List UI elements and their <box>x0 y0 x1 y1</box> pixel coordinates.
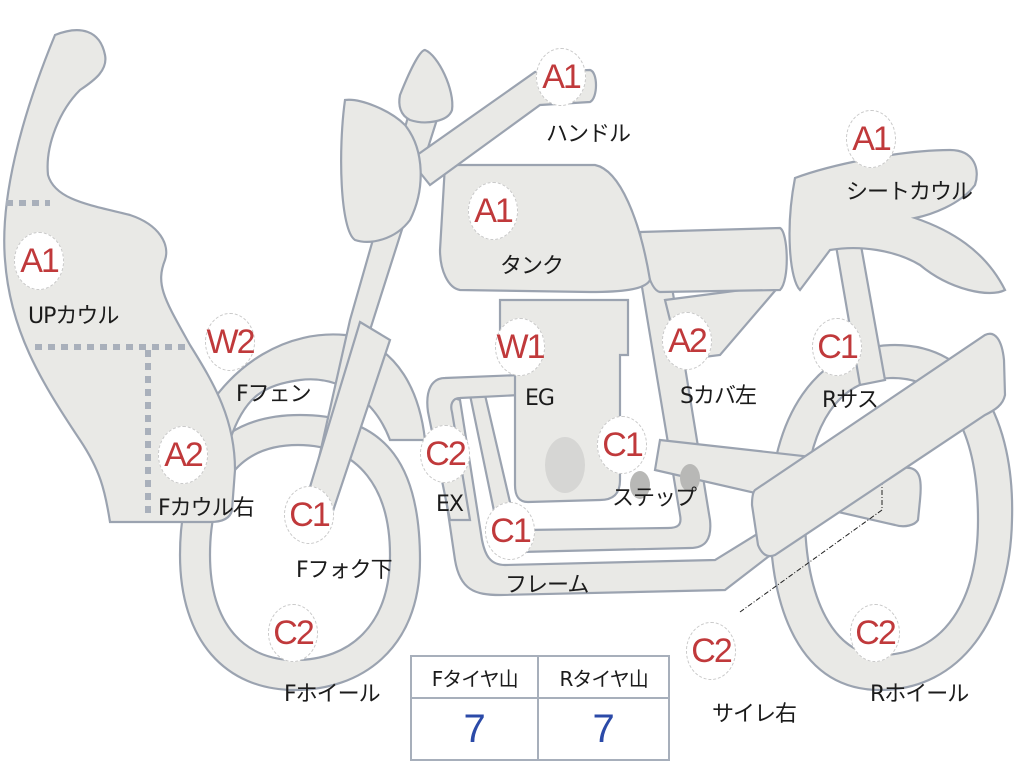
part-label-r-suspension: Rサス <box>822 388 879 413</box>
mirror-shape <box>398 48 454 124</box>
part-label-frame: フレーム <box>505 573 589 598</box>
part-label-r-wheel: Rホイール <box>870 682 969 707</box>
part-label-f-cowl-right: Fカウル右 <box>158 496 255 521</box>
rank-badge-seat-cowl: A1 <box>846 110 896 168</box>
rank-badge-tank: A1 <box>468 182 518 240</box>
part-label-exhaust: EX <box>436 492 464 517</box>
rank-badge-f-fork-lower: C1 <box>284 486 334 544</box>
rear-tire-tread-value: 7 <box>537 697 670 761</box>
rear-tire-tread-header: Rタイヤ山 <box>537 655 670 699</box>
muffler-shape <box>750 332 1007 558</box>
rank-badge-step: C1 <box>597 416 647 474</box>
rank-badge-engine: W1 <box>495 318 546 376</box>
exhaust-header-shape <box>426 373 522 522</box>
rank-badge-silencer-right: C2 <box>686 622 736 680</box>
rank-badge-up-cowl: A1 <box>14 232 64 290</box>
part-label-f-fork-lower: Fフォク下 <box>296 558 393 583</box>
part-label-up-cowl: UPカウル <box>28 304 119 329</box>
headlight-shape <box>340 98 422 243</box>
part-label-handle: ハンドル <box>546 122 631 147</box>
rank-badge-side-cover-left: A2 <box>662 312 712 370</box>
rank-badge-exhaust: C2 <box>420 425 470 483</box>
rank-badge-f-wheel: C2 <box>268 604 318 662</box>
part-label-step: ステップ <box>612 486 697 511</box>
rank-badge-r-wheel: C2 <box>850 604 900 662</box>
step-peg-shape <box>680 464 700 492</box>
part-label-side-cover-left: Sカバ左 <box>680 384 757 409</box>
rank-badge-f-fender: W2 <box>205 313 256 371</box>
leader-line <box>739 430 883 613</box>
part-label-f-wheel: Fホイール <box>284 682 381 707</box>
rank-badge-r-suspension: C1 <box>812 318 862 376</box>
step-peg-shape <box>630 471 650 499</box>
part-label-engine: EG <box>525 386 555 411</box>
part-label-silencer-right: サイレ右 <box>712 702 797 727</box>
rank-badge-f-cowl-right: A2 <box>158 426 208 484</box>
engine-cover-shape <box>545 437 585 493</box>
tire-tread-table: Fタイヤ山 Rタイヤ山 7 7 <box>409 655 670 761</box>
seat-shape <box>638 226 788 294</box>
front-tire-tread-header: Fタイヤ山 <box>409 655 540 699</box>
rank-badge-frame: C1 <box>485 502 535 560</box>
part-label-seat-cowl: シートカウル <box>846 180 973 205</box>
part-label-tank: タンク <box>500 254 564 279</box>
rank-badge-handle: A1 <box>536 48 586 106</box>
seat-cowl-shape <box>788 148 1007 294</box>
part-label-f-fender: Fフェン <box>236 382 312 407</box>
front-tire-tread-value: 7 <box>409 697 540 761</box>
front-cowl-shape <box>3 29 237 524</box>
